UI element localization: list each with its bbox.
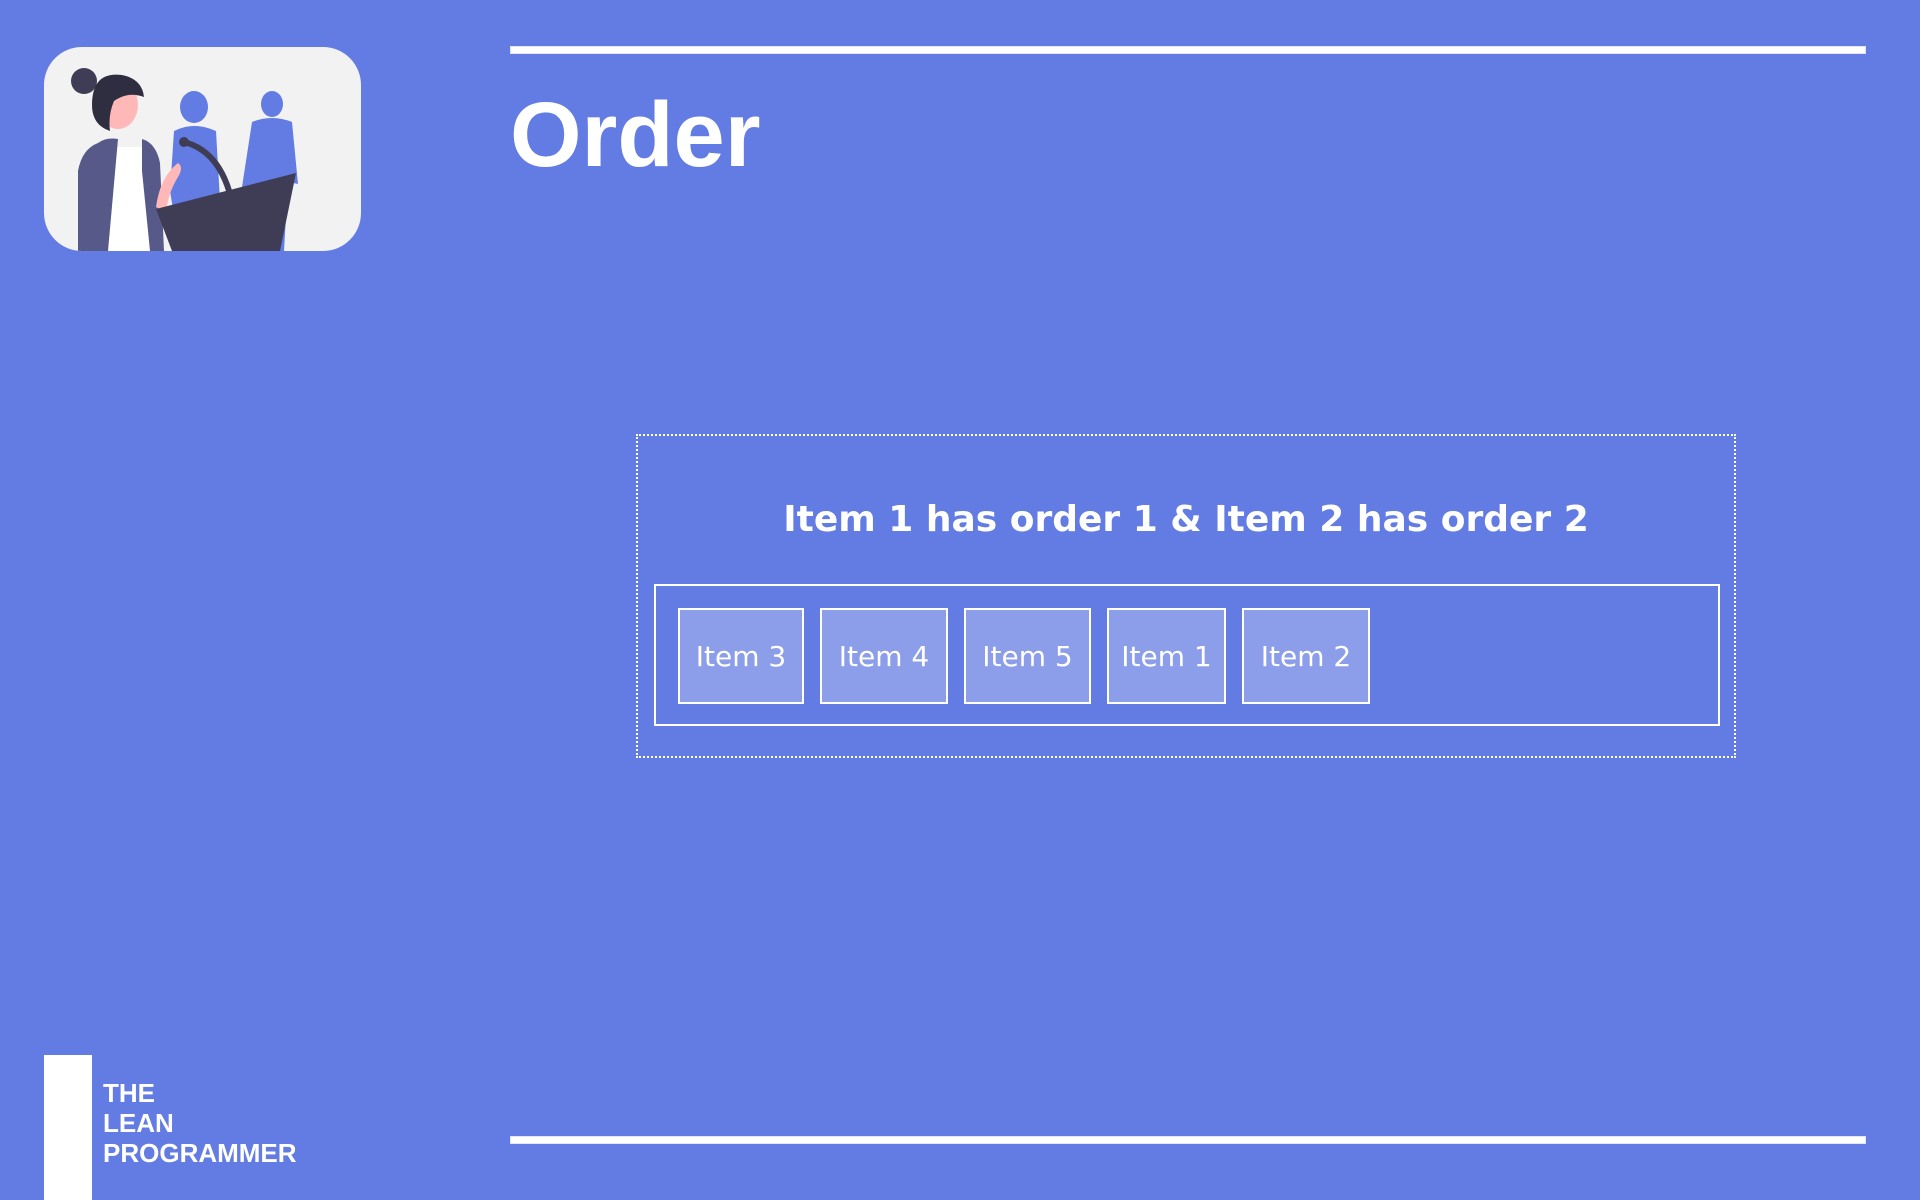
flex-container: Item 3 Item 4 Item 5 Item 1 Item 2: [654, 584, 1720, 726]
brand-line: PROGRAMMER: [103, 1138, 297, 1168]
brand-line: THE: [103, 1078, 155, 1108]
presenter-illustration: [44, 47, 361, 251]
bottom-rule: [510, 1136, 1866, 1144]
flex-item: Item 2: [1242, 608, 1370, 704]
flex-order-demo: Item 1 has order 1 & Item 2 has order 2 …: [636, 434, 1736, 758]
flex-item: Item 4: [820, 608, 948, 704]
flex-item: Item 1: [1107, 608, 1226, 704]
presenter-at-podium-icon: [71, 68, 298, 251]
page-title: Order: [510, 84, 761, 186]
demo-caption: Item 1 has order 1 & Item 2 has order 2: [783, 499, 1589, 540]
brand-line: LEAN: [103, 1108, 174, 1138]
flex-item: Item 3: [678, 608, 804, 704]
brand-logo-text: THE LEAN PROGRAMMER: [103, 1078, 297, 1168]
brand-bar: [44, 1055, 92, 1200]
top-rule: [510, 46, 1866, 54]
flex-item: Item 5: [964, 608, 1091, 704]
